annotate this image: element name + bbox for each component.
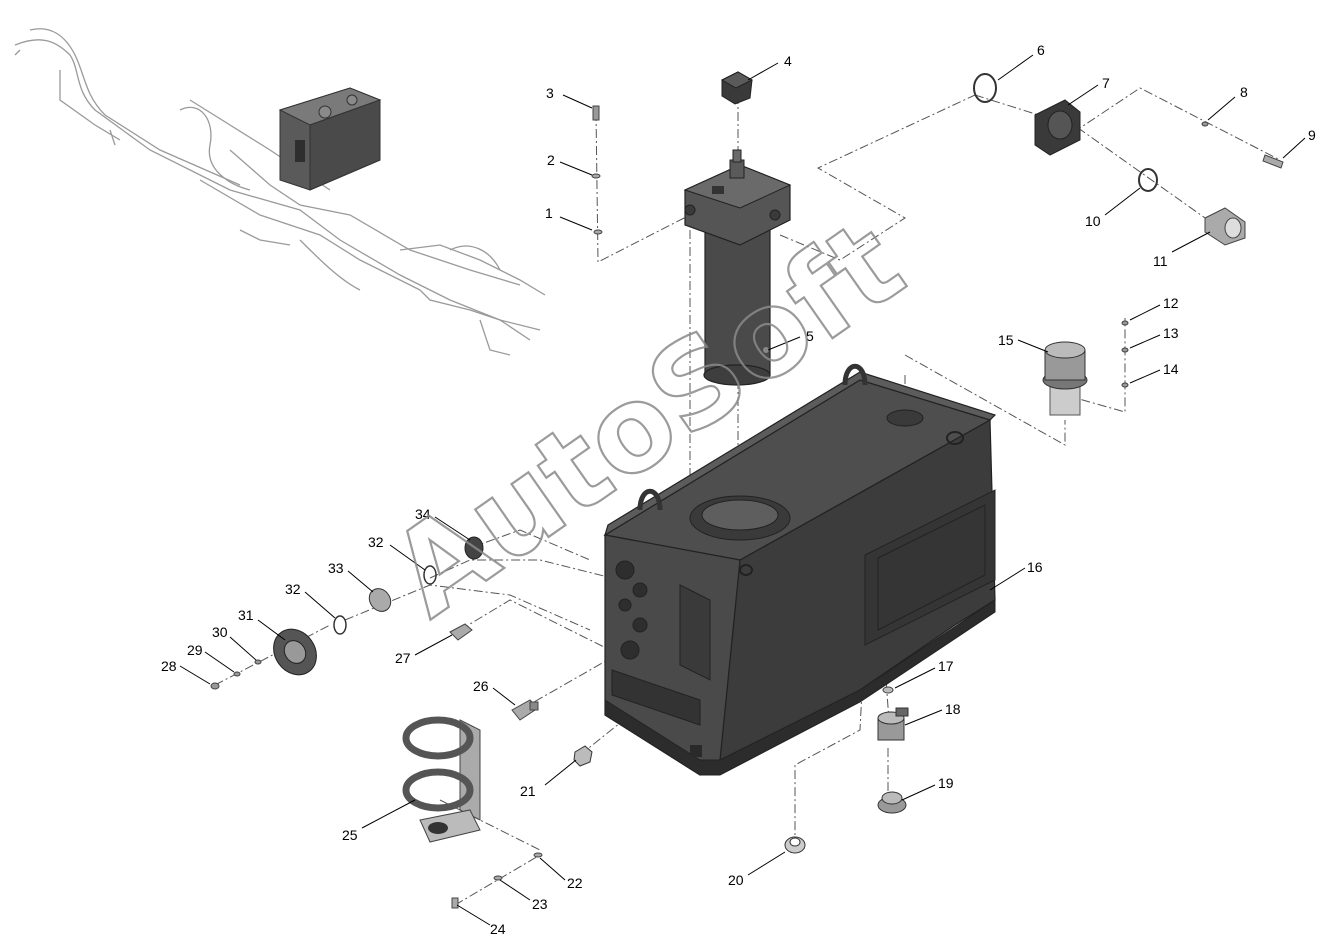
callout-15: 15	[998, 332, 1014, 348]
callout-20: 20	[728, 872, 744, 888]
callout-labels: 1 2 3 4 5 6 7 8 9 10 11 12 13 14 15 16 1…	[161, 42, 1316, 937]
part-32-o-ring-a	[333, 615, 347, 635]
callout-18: 18	[945, 701, 961, 717]
callout-34: 34	[415, 506, 431, 522]
callout-2: 2	[547, 152, 555, 168]
callout-21: 21	[520, 783, 536, 799]
part-26-fitting	[511, 699, 539, 721]
part-34-retainer	[464, 536, 484, 560]
callout-6: 6	[1037, 42, 1045, 58]
callout-3: 3	[546, 85, 554, 101]
callout-16: 16	[1027, 559, 1043, 575]
callout-14: 14	[1163, 361, 1179, 377]
callout-9: 9	[1308, 127, 1316, 143]
return-filter	[683, 149, 792, 386]
callout-27: 27	[395, 650, 411, 666]
callout-1: 1	[545, 205, 553, 221]
callout-8: 8	[1240, 84, 1248, 100]
part-18-sensor	[877, 707, 909, 741]
harness-assembly	[14, 28, 546, 356]
part-8-washer	[1201, 121, 1209, 127]
callout-25: 25	[342, 827, 358, 843]
part-30-washer	[254, 659, 262, 665]
parts-1-3-fasteners	[591, 105, 603, 235]
part-4-indicator	[720, 71, 754, 105]
part-20-nut	[784, 836, 806, 854]
part-32-o-ring-b	[423, 565, 437, 585]
part-31-flange	[273, 628, 317, 676]
callout-29: 29	[187, 642, 203, 658]
part-22-washer	[533, 852, 543, 858]
callout-7: 7	[1102, 75, 1110, 91]
callout-11: 11	[1153, 253, 1168, 269]
part-10-o-ring	[1138, 168, 1158, 192]
callout-17: 17	[938, 658, 954, 674]
part-7-flange	[1034, 99, 1081, 156]
part-9-bolt	[1262, 154, 1284, 169]
callout-32b: 32	[368, 534, 384, 550]
part-15-breather	[1042, 341, 1088, 416]
parts-12-14-fasteners	[1121, 320, 1129, 388]
callout-26: 26	[473, 678, 489, 694]
callout-4: 4	[784, 53, 792, 69]
part-29-washer	[233, 671, 241, 677]
callout-24: 24	[490, 921, 506, 937]
part-21-nut	[573, 745, 593, 767]
part-6-o-ring	[973, 73, 997, 103]
callout-31: 31	[238, 607, 254, 623]
part-19-plug	[877, 791, 907, 814]
callout-30: 30	[212, 624, 228, 640]
callout-28: 28	[161, 658, 177, 674]
callout-13: 13	[1163, 325, 1179, 341]
part-33-sight-glass	[368, 588, 392, 612]
callout-23: 23	[532, 896, 548, 912]
callout-10: 10	[1085, 213, 1101, 229]
part-17-washer	[882, 686, 894, 694]
part-28-bolt	[210, 682, 220, 690]
leader-lines	[179, 54, 1306, 926]
callout-5: 5	[806, 328, 814, 344]
part-23-washer	[493, 875, 503, 881]
callout-19: 19	[938, 775, 954, 791]
callout-12: 12	[1163, 295, 1179, 311]
callout-22: 22	[567, 875, 583, 891]
callout-33: 33	[328, 560, 344, 576]
part-25-clamp-bracket	[402, 716, 481, 843]
part-11-fitting	[1204, 207, 1246, 246]
callout-32a: 32	[285, 581, 301, 597]
hydraulic-tank	[603, 363, 997, 776]
part-24-bolt	[451, 897, 459, 909]
part-27-fitting	[449, 623, 473, 641]
